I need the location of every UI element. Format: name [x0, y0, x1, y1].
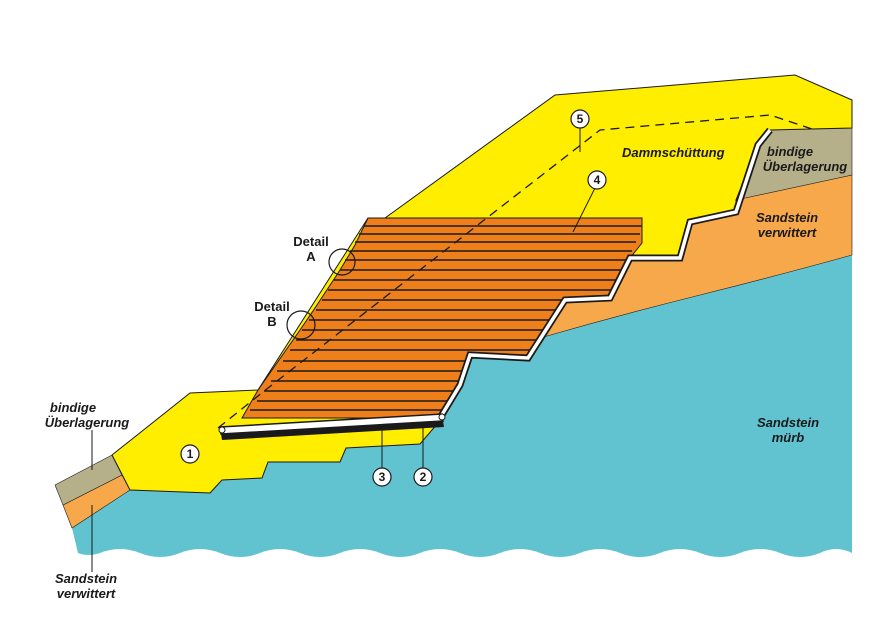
drainage-layer [438, 128, 772, 419]
marker-1-label: 1 [187, 447, 194, 461]
marker-5-label: 5 [577, 112, 584, 126]
label-bindige-left-2: Überlagerung [45, 415, 130, 430]
marker-5: 5 [570, 109, 590, 129]
label-sandstein-muerb-1: Sandstein [757, 415, 819, 430]
leader-line-4 [572, 187, 596, 233]
dashed-original-terrain [217, 114, 816, 429]
label-sandstein-verw-left-1: Sandstein [55, 571, 117, 586]
label-bindige-left-1: bindige [50, 400, 96, 415]
marker-2-label: 2 [420, 470, 427, 484]
label-sandstein-muerb-2: mürb [772, 430, 805, 445]
detail-a-circle [328, 248, 356, 276]
label-detail-a-1: Detail [293, 234, 328, 249]
pipe-end-right [438, 413, 446, 421]
label-bindige-right-1: bindige [767, 144, 813, 159]
label-sandstein-verw-right-2: verwittert [758, 225, 817, 240]
marker-4-label: 4 [594, 173, 601, 187]
marker-3-label: 3 [379, 470, 386, 484]
geogrid-layers [250, 225, 642, 411]
detail-b-circle [286, 310, 316, 340]
label-detail-a-2: A [306, 249, 316, 264]
marker-1: 1 [180, 444, 200, 464]
label-dammschuettung: Dammschüttung [622, 145, 725, 160]
label-detail-b-2: B [267, 314, 276, 329]
label-bindige-right-2: Überlagerung [763, 159, 848, 174]
marker-4: 4 [587, 170, 607, 190]
pipe-end-left [218, 426, 226, 434]
label-sandstein-verw-left-2: verwittert [57, 586, 116, 601]
label-detail-b-1: Detail [254, 299, 289, 314]
label-sandstein-verw-right-1: Sandstein [756, 210, 818, 225]
marker-3: 3 [372, 467, 392, 487]
marker-2: 2 [413, 467, 433, 487]
base-drainage-bottom [221, 421, 444, 440]
